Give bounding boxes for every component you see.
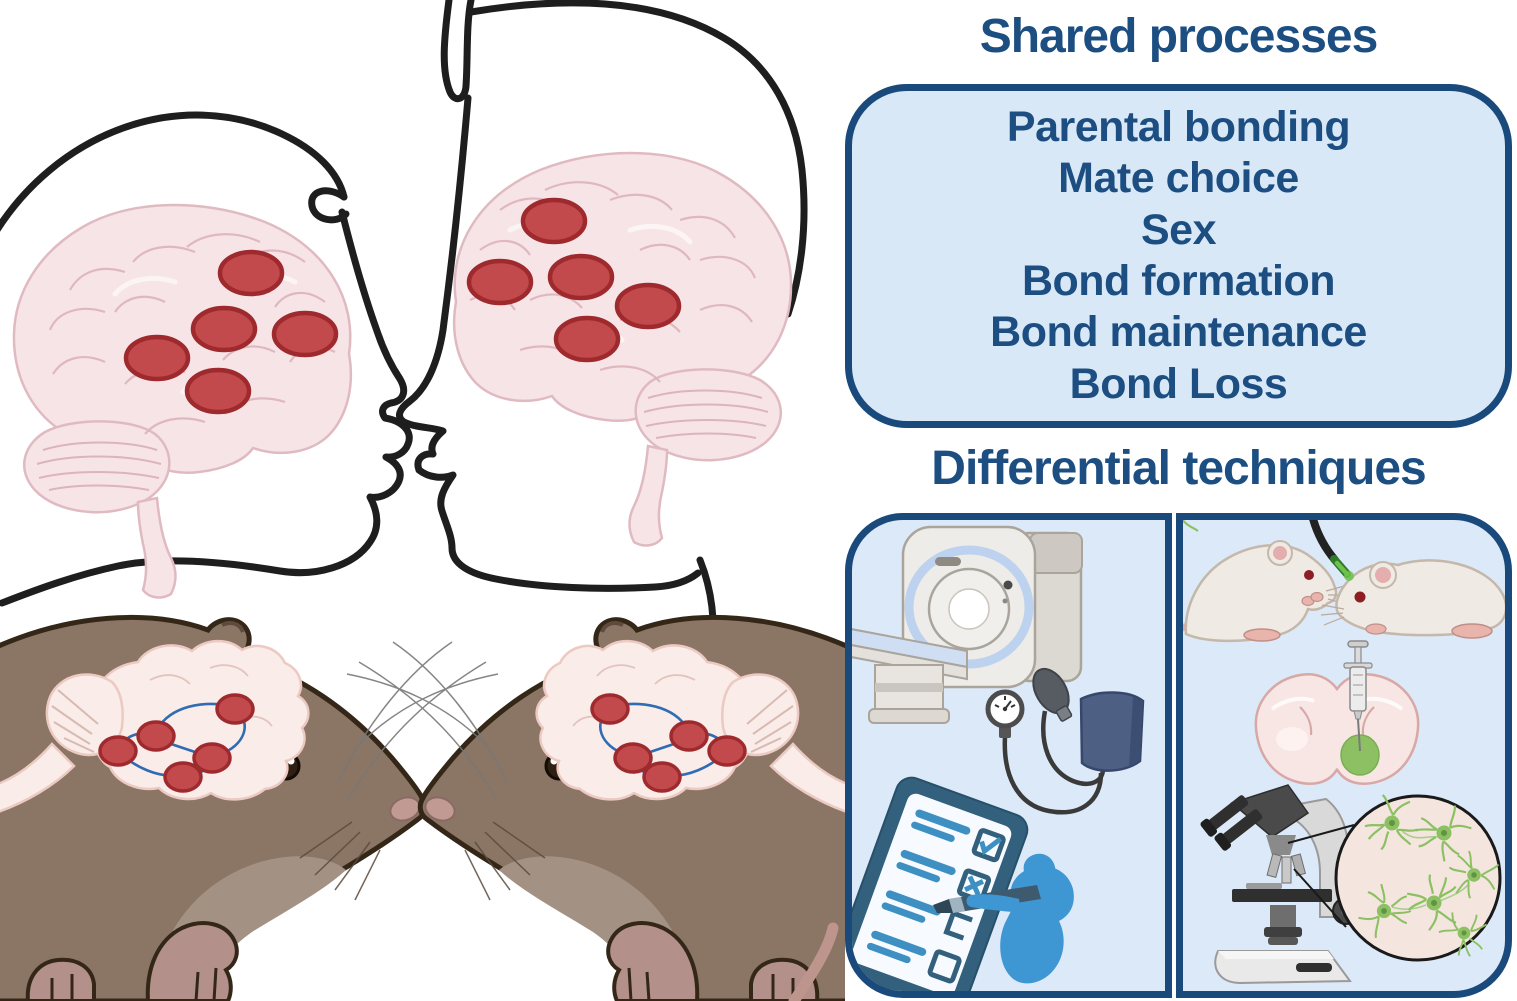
shared-processes-box: Parental bonding Mate choice Sex Bond fo… — [845, 84, 1512, 428]
vole-muzzle-whiskers — [299, 821, 381, 901]
brain-region-dots — [466, 197, 682, 363]
brain-region-dot — [192, 742, 232, 774]
human-techniques-box — [845, 513, 1172, 998]
vole-ear-inner — [221, 621, 245, 633]
brain-slice-injection-icon — [1254, 640, 1420, 785]
optic-fiber-cable — [1309, 520, 1339, 564]
right-face-crown — [467, 0, 808, 318]
vole-hind-paw — [25, 957, 96, 1001]
brain-region-dot — [136, 720, 176, 752]
vole-brainstem — [0, 742, 76, 813]
brainstem — [628, 444, 669, 547]
human-couple-faces — [0, 0, 808, 656]
rats-fiber-photometry-icon — [1183, 520, 1505, 643]
shared-processes-title: Shared processes — [979, 10, 1379, 63]
crossing-whiskers — [337, 641, 508, 801]
right-face-profile — [396, 94, 702, 592]
vole-brain-region-dots — [98, 693, 255, 793]
writing-hand — [1000, 866, 1074, 984]
questionnaire-icon — [852, 776, 1074, 991]
shared-process-item: Bond Loss — [1069, 359, 1288, 408]
shared-process-item: Mate choice — [1058, 154, 1299, 203]
left-human-brain — [14, 205, 351, 597]
vole-right-tail — [788, 922, 839, 1001]
magnified-neurons-icon — [1183, 520, 1502, 965]
left-face-profile — [0, 208, 413, 607]
brain-region-dot — [466, 258, 534, 306]
cerebellum — [634, 368, 782, 462]
brain-region-dot — [520, 197, 588, 245]
brain-region-dot — [215, 693, 255, 725]
shared-process-item: Sex — [1140, 205, 1217, 254]
right-face-hair-strand — [440, 0, 475, 103]
shared-process-item: Parental bonding — [1006, 103, 1351, 152]
syringe-icon — [1343, 640, 1373, 752]
brain-region-dot — [547, 253, 615, 301]
neuron — [1183, 520, 1199, 532]
couples-illustration — [0, 0, 845, 1001]
vole-cerebellum — [45, 673, 124, 757]
mri-scanner-icon — [852, 525, 1083, 724]
left-face-crown — [0, 111, 348, 232]
vole-claw-lines — [50, 967, 218, 1001]
brain-region-dot — [553, 315, 621, 363]
human-techniques-icons — [852, 525, 1145, 991]
shared-process-item: Bond maintenance — [990, 308, 1367, 357]
vole-right — [420, 617, 845, 1001]
vole-brain — [0, 639, 310, 813]
blood-pressure-monitor-icon — [985, 667, 1145, 815]
vole-cerebrum — [91, 639, 310, 801]
animal-techniques-icons — [1183, 520, 1505, 985]
brain-region-dot — [163, 761, 203, 793]
vole-left — [0, 615, 428, 1001]
brain-region-dot — [98, 735, 138, 767]
coronal-slice — [1254, 673, 1420, 785]
shared-process-item: Bond formation — [1021, 257, 1336, 306]
animal-techniques-box — [1176, 513, 1512, 998]
right-human-brain — [452, 151, 793, 547]
left-face-brow — [308, 187, 350, 224]
differential-techniques-title: Differential techniques — [931, 442, 1426, 495]
brain-region-dot — [614, 282, 682, 330]
cerebellum-folds — [643, 389, 769, 439]
vole-cerebellum-folds — [51, 689, 99, 753]
